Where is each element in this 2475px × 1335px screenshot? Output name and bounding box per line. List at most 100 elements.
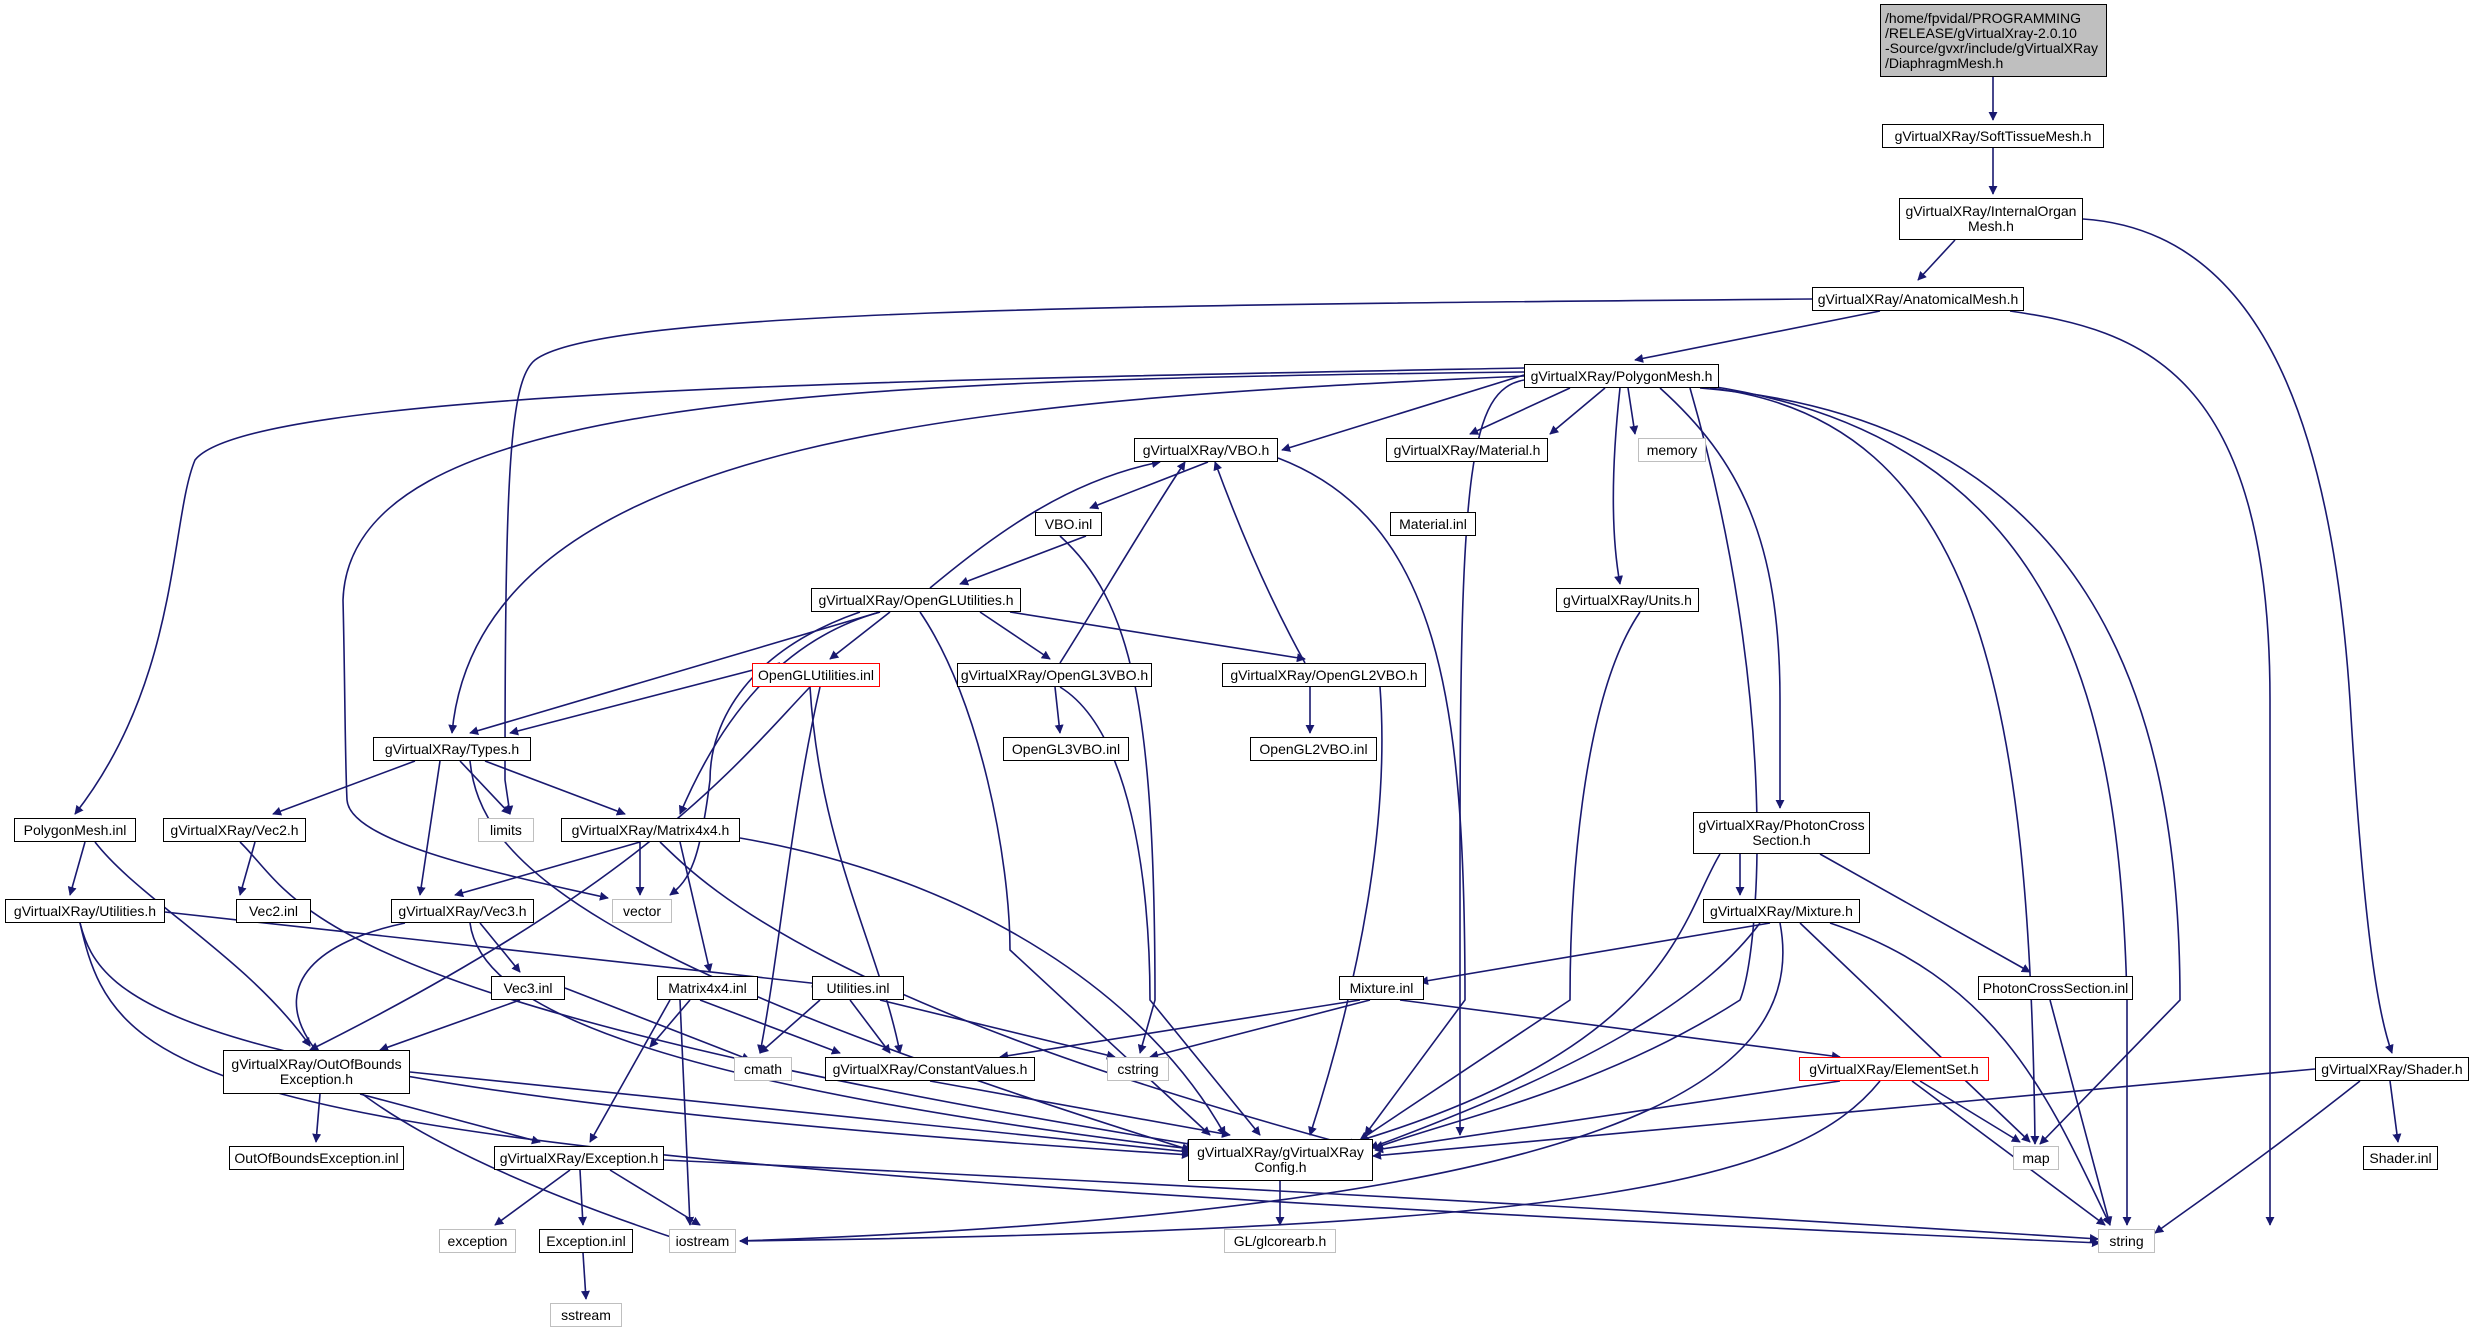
node-exception-h[interactable]: gVirtualXRay/Exception.h bbox=[494, 1146, 664, 1170]
node-mixture-h[interactable]: gVirtualXRay/Mixture.h bbox=[1703, 899, 1860, 923]
node-vbo-inl[interactable]: VBO.inl bbox=[1035, 512, 1102, 536]
node-units-h[interactable]: gVirtualXRay/Units.h bbox=[1556, 588, 1699, 612]
node-polygon-mesh-inl[interactable]: PolygonMesh.inl bbox=[14, 818, 136, 842]
dependency-edge-72 bbox=[879, 999, 1116, 1060]
node-diaphragm-mesh-h[interactable]: /home/fpvidal/PROGRAMMING /RELEASE/gVirt… bbox=[1880, 4, 2107, 77]
node-element-set-h[interactable]: gVirtualXRay/ElementSet.h bbox=[1799, 1057, 1989, 1081]
dependency-edge-83 bbox=[1344, 853, 1721, 1148]
dependency-edge-38 bbox=[1308, 686, 1383, 1136]
dependency-edge-31 bbox=[669, 611, 861, 896]
dependency-edge-10 bbox=[1627, 387, 1639, 435]
dependency-edge-8 bbox=[1469, 387, 1571, 435]
node-cmath[interactable]: cmath bbox=[734, 1057, 792, 1081]
node-vbo-h[interactable]: gVirtualXRay/VBO.h bbox=[1134, 438, 1278, 462]
dependency-edge-63 bbox=[164, 911, 821, 988]
node-opengl-utilities-inl[interactable]: OpenGLUtilities.inl bbox=[752, 663, 880, 687]
dependency-edge-52 bbox=[739, 837, 1226, 1136]
dependency-edge-91 bbox=[2389, 1080, 2402, 1143]
node-vec2-h[interactable]: gVirtualXRay/Vec2.h bbox=[163, 818, 306, 842]
node-polygon-mesh-h[interactable]: gVirtualXRay/PolygonMesh.h bbox=[1524, 364, 1719, 388]
dependency-edge-100 bbox=[580, 1252, 590, 1300]
node-opengl-utilities-h[interactable]: gVirtualXRay/OpenGLUtilities.h bbox=[811, 588, 1021, 612]
node-map[interactable]: map bbox=[2013, 1146, 2059, 1170]
dependency-edge-15 bbox=[1709, 385, 2132, 1226]
dependency-edge-84 bbox=[1419, 922, 1771, 986]
dependency-edge-7 bbox=[1281, 374, 1525, 452]
node-material-h[interactable]: gVirtualXRay/Material.h bbox=[1386, 438, 1548, 462]
node-out-of-bounds-exception-h[interactable]: gVirtualXRay/OutOfBounds Exception.h bbox=[223, 1050, 410, 1094]
node-gvirtualxray-config-h[interactable]: gVirtualXRay/gVirtualXRay Config.h bbox=[1188, 1139, 1373, 1181]
node-matrix4x4-h[interactable]: gVirtualXRay/Matrix4x4.h bbox=[561, 818, 740, 842]
node-iostream[interactable]: iostream bbox=[669, 1229, 736, 1253]
node-vec3-inl[interactable]: Vec3.inl bbox=[491, 976, 565, 1000]
node-memory[interactable]: memory bbox=[1638, 438, 1706, 462]
node-types-h[interactable]: gVirtualXRay/Types.h bbox=[373, 737, 531, 761]
node-material-inl[interactable]: Material.inl bbox=[1390, 512, 1476, 536]
dependency-edge-90 bbox=[1372, 1068, 2316, 1160]
dependency-edge-89 bbox=[2049, 999, 2113, 1226]
node-out-of-bounds-exception-inl[interactable]: OutOfBoundsException.inl bbox=[229, 1146, 404, 1170]
dependency-edge-21 bbox=[1089, 461, 1209, 510]
node-exception[interactable]: exception bbox=[439, 1229, 516, 1253]
node-shader-inl[interactable]: Shader.inl bbox=[2363, 1146, 2438, 1170]
dependency-edge-64 bbox=[79, 922, 1191, 1159]
dependency-edge-76 bbox=[1399, 999, 1841, 1061]
node-gl-glcorearb-h[interactable]: GL/glcorearb.h bbox=[1224, 1229, 1336, 1253]
node-matrix4x4-inl[interactable]: Matrix4x4.inl bbox=[657, 976, 758, 1000]
node-anatomical-mesh-h[interactable]: gVirtualXRay/AnatomicalMesh.h bbox=[1812, 287, 2024, 311]
dependency-edge-49 bbox=[454, 841, 641, 898]
dependency-edge-98 bbox=[609, 1169, 701, 1226]
dependency-edge-87 bbox=[1799, 922, 2031, 1143]
dependency-edge-92 bbox=[2154, 1080, 2361, 1234]
dependency-edge-56 bbox=[469, 922, 1201, 1154]
node-vector[interactable]: vector bbox=[612, 899, 672, 923]
dependency-edge-46 bbox=[484, 760, 626, 816]
node-utilities-h[interactable]: gVirtualXRay/Utilities.h bbox=[5, 899, 165, 923]
dependency-edge-94 bbox=[359, 1093, 541, 1145]
dependency-edge-66 bbox=[649, 999, 691, 1048]
node-limits[interactable]: limits bbox=[478, 818, 534, 842]
node-soft-tissue-mesh-h[interactable]: gVirtualXRay/SoftTissueMesh.h bbox=[1882, 124, 2104, 148]
node-photon-cross-section-inl[interactable]: PhotonCrossSection.inl bbox=[1978, 976, 2133, 1000]
dependency-edge-40 bbox=[509, 662, 781, 736]
node-string[interactable]: string bbox=[2098, 1229, 2155, 1253]
dependency-edge-88 bbox=[1829, 922, 2111, 1226]
node-vec3-h[interactable]: gVirtualXRay/Vec3.h bbox=[391, 899, 534, 923]
node-opengl2vbo-inl[interactable]: OpenGL2VBO.inl bbox=[1250, 737, 1377, 761]
node-cstring[interactable]: cstring bbox=[1107, 1057, 1169, 1081]
node-opengl2vbo-h[interactable]: gVirtualXRay/OpenGL2VBO.h bbox=[1222, 663, 1426, 687]
dependency-edge-5 bbox=[504, 298, 1813, 815]
dependency-edge-24 bbox=[1059, 535, 1156, 1054]
node-shader-h[interactable]: gVirtualXRay/Shader.h bbox=[2315, 1057, 2469, 1081]
dependency-edge-32 bbox=[919, 611, 1211, 1136]
node-opengl3vbo-h[interactable]: gVirtualXRay/OpenGL3VBO.h bbox=[957, 663, 1152, 687]
dependency-edge-16 bbox=[1709, 387, 2040, 1145]
node-utilities-inl[interactable]: Utilities.inl bbox=[812, 976, 904, 1000]
dependency-edge-47 bbox=[416, 760, 441, 896]
dependency-edge-18 bbox=[342, 371, 1525, 901]
dependency-edge-85 bbox=[1369, 922, 1761, 1150]
dependency-edge-96 bbox=[494, 1169, 571, 1226]
dependency-edge-68 bbox=[679, 999, 695, 1226]
node-constant-values-h[interactable]: gVirtualXRay/ConstantValues.h bbox=[825, 1057, 1035, 1081]
dependency-edge-11 bbox=[1612, 387, 1623, 585]
node-sstream[interactable]: sstream bbox=[550, 1303, 622, 1327]
node-exception-inl[interactable]: Exception.inl bbox=[539, 1229, 633, 1253]
dependency-edge-67 bbox=[699, 999, 841, 1055]
dependency-edge-53 bbox=[659, 841, 1361, 1151]
dependency-edge-79 bbox=[1919, 1080, 2021, 1143]
node-opengl3vbo-inl[interactable]: OpenGL3VBO.inl bbox=[1003, 737, 1129, 761]
node-photon-cross-section-h[interactable]: gVirtualXRay/PhotonCross Section.h bbox=[1693, 812, 1870, 854]
dependency-edge-44 bbox=[272, 760, 416, 816]
dependency-edge-71 bbox=[759, 999, 821, 1054]
dependency-edge-69 bbox=[589, 999, 671, 1143]
dependency-edge-22 bbox=[1277, 457, 1466, 1136]
dependency-edge-99 bbox=[663, 1159, 2099, 1243]
dependency-edge-35 bbox=[1054, 686, 1064, 734]
dependency-edge-59 bbox=[239, 841, 1196, 1149]
dependency-edge-9 bbox=[1549, 387, 1606, 435]
dependency-edge-4 bbox=[1634, 310, 1881, 363]
node-mixture-inl[interactable]: Mixture.inl bbox=[1339, 976, 1424, 1000]
node-vec2-inl[interactable]: Vec2.inl bbox=[236, 899, 311, 923]
node-internal-organ-mesh-h[interactable]: gVirtualXRay/InternalOrgan Mesh.h bbox=[1899, 198, 2083, 240]
